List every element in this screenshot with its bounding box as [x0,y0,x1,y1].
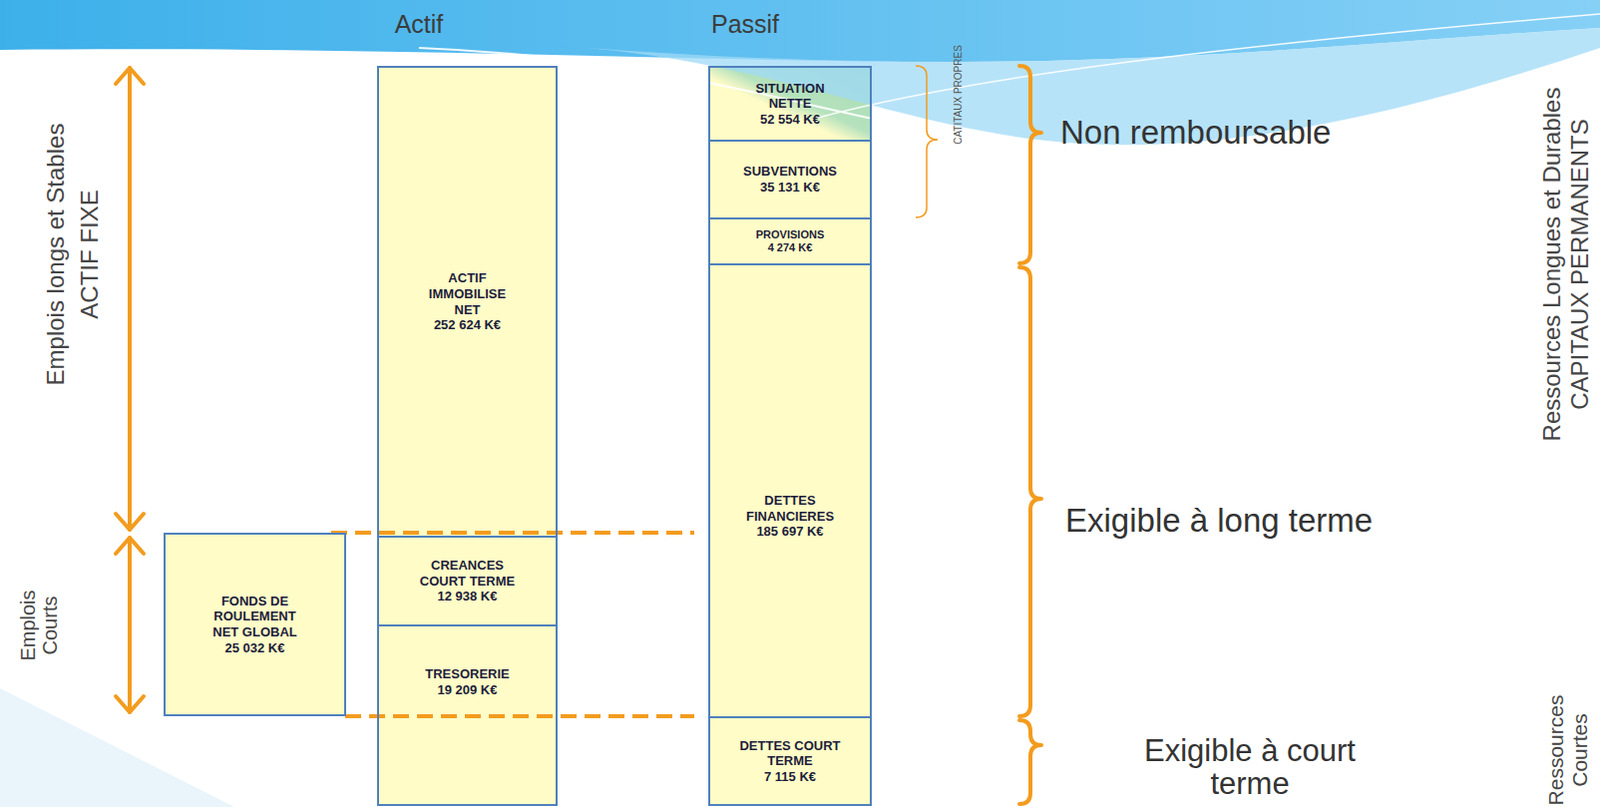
balance-box: DETTES COURT TERME7 115 K€ [708,716,872,806]
dashed-guide [331,530,695,535]
box-heading: TRESORERIE [424,666,510,683]
side-label: Ressources Longues et Durables [1539,87,1567,442]
column-heading: Passif [711,9,780,38]
box-amount: 185 697 K€ [756,523,823,540]
balance-box: ACTIF IMMOBILISE NET252 624 K€ [377,65,558,538]
box-amount: 252 624 K€ [433,317,501,334]
box-fill [377,65,558,538]
curly-brace [1019,720,1042,804]
box-amount: 25 032 K€ [225,640,286,657]
dashed-guide [345,714,695,719]
wave-line [817,13,1600,118]
wave-line [418,47,1600,148]
box-heading: DETTES COURT TERME [736,738,844,770]
thin-brace [915,65,938,218]
arrow-head [115,537,144,554]
balance-box: SITUATION NETTE52 554 K€ [708,65,872,142]
brace-label: Non remboursable [1060,114,1331,152]
box-fill [708,263,872,719]
side-label: CAPITAUX PERMANENTS [1567,118,1595,410]
corner-shade [0,688,235,807]
arrow-head [115,513,144,530]
balance-box: SUBVENTIONS35 131 K€ [708,139,872,220]
arrow-head [115,696,144,713]
balance-box: PROVISIONS4 274 K€ [708,217,872,266]
balance-box: TRESORERIE19 209 K€ [377,624,558,806]
box-amount: 19 209 K€ [437,682,498,699]
box-fill [377,535,558,627]
box-heading: ACTIF IMMOBILISE NET [422,270,513,318]
box-fill [163,532,347,717]
box-heading: SUBVENTIONS [743,163,837,180]
box-amount: 4 274 K€ [768,241,813,255]
box-heading: SITUATION NETTE [740,80,840,112]
span-arrow [127,67,132,530]
brace-label: Exigible à court terme [1115,735,1385,800]
box-heading: CREANCES COURT TERME [415,557,520,589]
arrow-head [115,67,144,84]
box-amount: 52 554 K€ [760,111,820,128]
box-heading: DETTES FINANCIERES [740,492,840,524]
balance-box: CREANCES COURT TERME12 938 K€ [377,535,558,627]
box-amount: 12 938 K€ [437,588,498,605]
box-fill [708,217,872,266]
side-label: Ressources Courtes [1544,688,1592,807]
side-label: ACTIF FIXE [76,189,104,319]
box-amount: 7 115 K€ [764,769,816,786]
box-fill [708,716,872,806]
box-heading: PROVISIONS [756,228,824,242]
balance-box: FONDS DE ROULEMENT NET GLOBAL25 032 K€ [163,532,347,717]
curly-brace [1019,65,1042,264]
span-arrow [127,537,132,713]
balance-box: DETTES FINANCIERES185 697 K€ [708,263,872,719]
brace-label: CATITAUX PROPRES [952,44,964,145]
box-heading: FONDS DE ROULEMENT NET GLOBAL [205,593,306,641]
side-label: Emplois longs et Stables [42,123,70,387]
box-fill [708,139,872,220]
curly-brace [1019,267,1042,717]
side-label: Emplois Courts [16,580,62,671]
column-heading: Actif [395,9,444,38]
brace-label: Exigible à long terme [1065,502,1373,540]
box-amount: 35 131 K€ [760,179,820,196]
